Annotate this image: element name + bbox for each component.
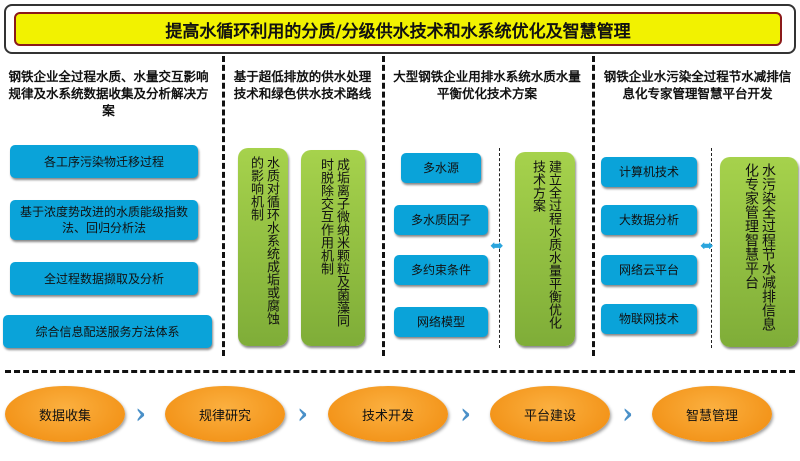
factor-box: 多水源 [401,153,481,183]
factor-box: 多约束条件 [394,255,488,285]
mechanism-box: 水质对循环水系统成垢或腐蚀的影响机制 [238,148,288,346]
technology-box: 物联网技术 [601,304,697,334]
method-box: 各工序污染物迁移过程 [10,145,198,178]
platform-box: 水污染全过程节水减排信息化专家管理智慧平台 [720,157,798,347]
mechanism-text: 成垢离子微纳米颗粒及菌藻同时脱除交互作用机制 [318,158,349,327]
column-3-heading: 大型钢铁企业用排水系统水质水量平衡优化技术方案 [393,69,581,101]
column-2-heading: 基于超低排放的供水处理技术和绿色供水技术路线 [233,69,372,101]
technology-box: 大数据分析 [601,205,697,235]
flow-step-2: 规律研究 [165,386,285,442]
column-1-heading: 钢铁企业全过程水质、水量交互影响规律及水系统数据收集及分析解决方案 [8,69,209,118]
mechanism-box: 成垢离子微纳米颗粒及菌藻同时脱除交互作用机制 [301,150,365,346]
separator-line [499,148,500,348]
platform-text: 水污染全过程节水减排信息化专家管理智慧平台 [743,163,776,331]
chevron-right-icon: › [135,397,147,430]
factor-box: 网络模型 [394,307,488,337]
column-divider [382,56,385,356]
method-box: 基于浓度势改进的水质能级指数法、回归分析法 [10,200,198,240]
separator-line [711,148,712,348]
solution-text: 建立全过程水质水量平衡优化技术方案 [530,160,561,329]
page-title: 提高水循环利用的分质/分级供水技术和水系统优化及智慧管理 [14,12,782,46]
flow-step-3: 技术开发 [328,386,448,442]
flow-step-4: 平台建设 [490,386,610,442]
bidirectional-arrow-icon: ⬌ [700,236,714,255]
column-divider [592,56,595,356]
method-box: 综合信息配送服务方法体系 [3,315,212,348]
column-divider [222,56,225,356]
chevron-right-icon: › [460,397,472,430]
section-divider [5,370,795,373]
flow-step-5: 智慧管理 [652,386,772,442]
factor-box: 多水质因子 [394,205,488,235]
bidirectional-arrow-icon: ⬌ [490,236,504,255]
chevron-right-icon: › [622,397,634,430]
mechanism-text: 水质对循环水系统成垢或腐蚀的影响机制 [248,156,279,325]
technology-box: 网络云平台 [601,255,697,285]
flow-step-1: 数据收集 [5,386,125,442]
technology-box: 计算机技术 [601,157,697,187]
chevron-right-icon: › [297,397,309,430]
method-box: 全过程数据撷取及分析 [10,262,198,295]
title-frame [4,4,796,54]
column-4-heading: 钢铁企业水污染全过程节水减排信息化专家管理智慧平台开发 [603,69,792,101]
solution-box: 建立全过程水质水量平衡优化技术方案 [515,152,575,346]
